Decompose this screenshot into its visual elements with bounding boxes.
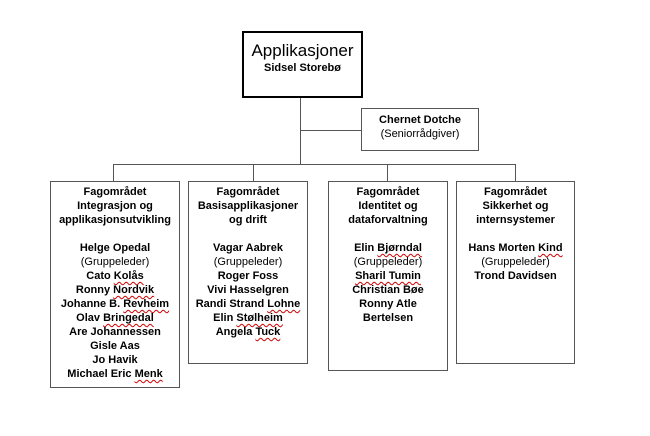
member-name: Angela Tuck xyxy=(215,326,281,338)
spellcheck-flag: Tuck xyxy=(255,326,281,338)
unit-header-line: Basisapplikasjoner xyxy=(197,200,299,212)
unit-header-line: internsystemer xyxy=(476,214,555,226)
connector-unit-3 xyxy=(387,164,388,181)
member-name: Helge Opedal xyxy=(79,242,151,254)
unit-header-line: dataforvaltning xyxy=(348,214,428,226)
member-name: Are Johannessen xyxy=(69,326,161,338)
unit-header-line: og drift xyxy=(229,214,267,226)
member-name: Bertelsen xyxy=(362,312,414,324)
spellcheck-flag: Revheim xyxy=(123,298,170,310)
member-name: Randi Strand Lohne xyxy=(195,298,301,310)
member-name: Michael Eric Menk xyxy=(67,368,163,380)
advisor-box: Chernet Dotche (Seniorrådgiver) xyxy=(361,108,479,151)
member-name: Vagar Aabrek xyxy=(213,242,283,254)
spellcheck-flag: Bringedal xyxy=(103,312,154,324)
spellcheck-flag: Nordvik xyxy=(113,284,155,296)
member-name: Elin Stølheim xyxy=(213,312,283,324)
spellcheck-flag: Kolås xyxy=(113,270,144,282)
member-name: Johanne B. Revheim xyxy=(60,298,170,310)
spellcheck-flag: Bjørndal xyxy=(377,242,422,254)
member-name: Roger Foss xyxy=(217,270,279,282)
spellcheck-flag: Stølheim xyxy=(236,312,283,324)
spacer xyxy=(189,227,307,241)
org-root-box: Applikasjoner Sidsel Storebø xyxy=(242,31,363,98)
member-role: (Gruppeleder) xyxy=(481,256,550,268)
unit-header-line: Fagområdet xyxy=(356,186,420,198)
spacer xyxy=(51,227,179,241)
connector-unit-2 xyxy=(253,164,254,181)
unit-header-line: Sikkerhet og xyxy=(482,200,549,212)
org-root-title: Applikasjoner xyxy=(251,41,354,60)
member-name: Ronny Atle xyxy=(359,298,417,310)
member-role: (Gruppeleder) xyxy=(213,256,283,268)
org-root-leader: Sidsel Storebø xyxy=(263,62,342,74)
member-name: Cato Kolås xyxy=(86,270,144,282)
member-name: Trond Davidsen xyxy=(474,270,557,282)
member-name: Hans Morten Kind xyxy=(468,242,563,254)
unit-header-line: applikasjonsutvikling xyxy=(59,214,171,226)
spacer xyxy=(457,227,574,241)
member-role: (Gruppeleder) xyxy=(353,256,423,268)
advisor-name: Chernet Dotche xyxy=(379,114,461,126)
connector-unit-1 xyxy=(113,164,114,181)
spacer xyxy=(329,227,447,241)
connector-horizontal-bar xyxy=(113,164,516,165)
member-name: Elin Bjørndal xyxy=(354,242,422,254)
spellcheck-flag: Kind xyxy=(538,242,563,254)
member-name: Gisle Aas xyxy=(90,340,140,352)
spellcheck-flag: Sharil Tumin xyxy=(355,270,421,282)
advisor-role: (Seniorrådgiver) xyxy=(380,128,460,140)
member-name: Sharil Tumin xyxy=(329,269,447,283)
member-name: Olav Bringedal xyxy=(76,312,154,324)
unit-header-line: Fagområdet xyxy=(83,186,147,198)
unit-header-line: Fagområdet xyxy=(484,186,547,198)
connector-advisor xyxy=(300,130,361,131)
connector-unit-4 xyxy=(515,164,516,181)
unit-header-line: Integrasjon og xyxy=(77,200,153,212)
unit-header-line: Fagområdet xyxy=(216,186,280,198)
member-name: Christian Bøe xyxy=(352,284,424,296)
member-name: Ronny Nordvik xyxy=(75,284,155,296)
member-name: Jo Havik xyxy=(92,354,138,366)
connector-root-down xyxy=(300,98,301,165)
spellcheck-flag: Menk xyxy=(134,368,163,380)
unit-header-line: Identitet og xyxy=(358,200,418,212)
member-name: Vivi Hasselgren xyxy=(207,284,289,296)
member-role: (Gruppeleder) xyxy=(80,256,150,268)
spellcheck-flag: Lohne xyxy=(267,298,301,310)
